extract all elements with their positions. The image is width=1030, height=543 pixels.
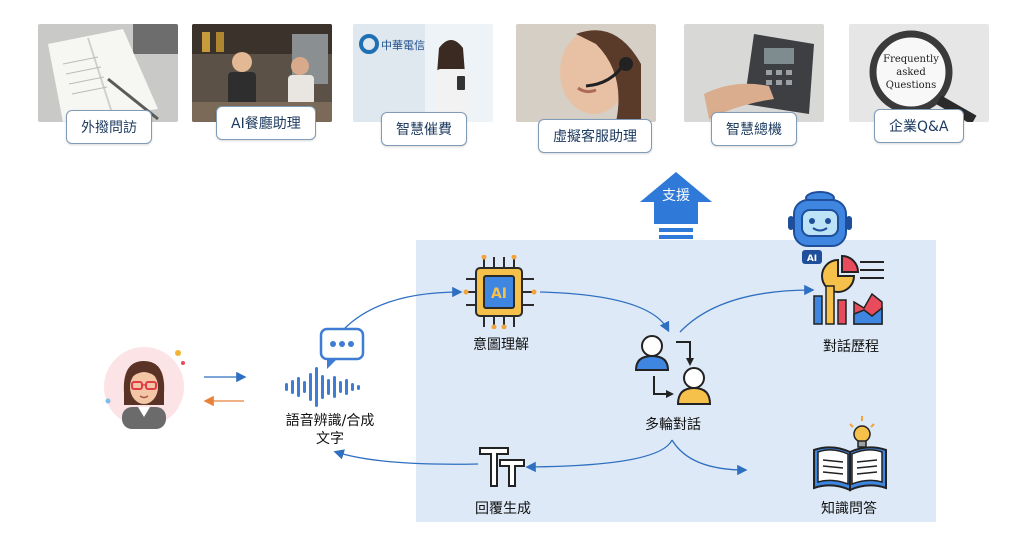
history-label: 對話歷程	[823, 339, 879, 355]
robot-badge-text: AI	[807, 254, 817, 264]
scenario-label-restaurant: AI餐廳助理	[216, 106, 316, 140]
scenario-label-enterprise-qa: 企業Q&A	[874, 109, 964, 143]
reply-label: 回覆生成	[475, 501, 531, 517]
knowledge-label: 知識問答	[821, 501, 877, 517]
reply-to-speech-arrow	[333, 449, 479, 465]
ai-chip-text: AI	[491, 286, 507, 302]
book-lightbulb-icon	[813, 416, 887, 492]
ai-chip-icon: AI	[463, 255, 537, 329]
faq-text-line1: Frequently	[883, 54, 939, 65]
multi-user-exchange-icon	[634, 335, 712, 405]
dialog-to-reply-arrow	[525, 439, 673, 473]
dialog-to-knowledge-arrow	[671, 439, 748, 476]
telecom-logo-text: 中華電信	[381, 39, 425, 52]
chunghwa-telecom-photo: 中華電信	[353, 24, 493, 122]
scenario-label-virtual-agent: 虛擬客服助理	[538, 119, 652, 153]
dialog-label: 多輪對話	[645, 417, 701, 433]
headset-agent-photo	[516, 24, 656, 122]
support-up-arrow-icon	[640, 172, 712, 239]
speech-label-line1: 語音辨識/合成	[285, 413, 375, 429]
text-type-icon	[479, 447, 525, 487]
faq-text-line2: asked	[896, 67, 926, 78]
user-avatar-icon	[104, 347, 185, 429]
photo-smart-switchboard	[684, 24, 824, 122]
speech-label-line2: 文字	[316, 431, 344, 447]
scenario-label-billing: 智慧催費	[381, 112, 467, 146]
intent-label: 意圖理解	[473, 337, 529, 353]
speech-wave-icon	[285, 327, 365, 407]
scenario-label-switchboard: 智慧總機	[711, 112, 797, 146]
scenario-label-outbound: 外撥問訪	[66, 110, 152, 144]
desk-phone-photo	[684, 24, 824, 122]
support-label: 支援	[662, 188, 690, 204]
dialog-to-history-arrow	[679, 284, 815, 333]
robot-analytics-icon: AI	[788, 191, 884, 325]
speech-to-intent-arrow	[342, 286, 463, 331]
photo-smart-billing: 中華電信	[353, 24, 493, 122]
photo-virtual-agent	[516, 24, 656, 122]
faq-text-line3: Questions	[886, 80, 937, 91]
intent-to-dialog-arrow	[539, 291, 670, 333]
